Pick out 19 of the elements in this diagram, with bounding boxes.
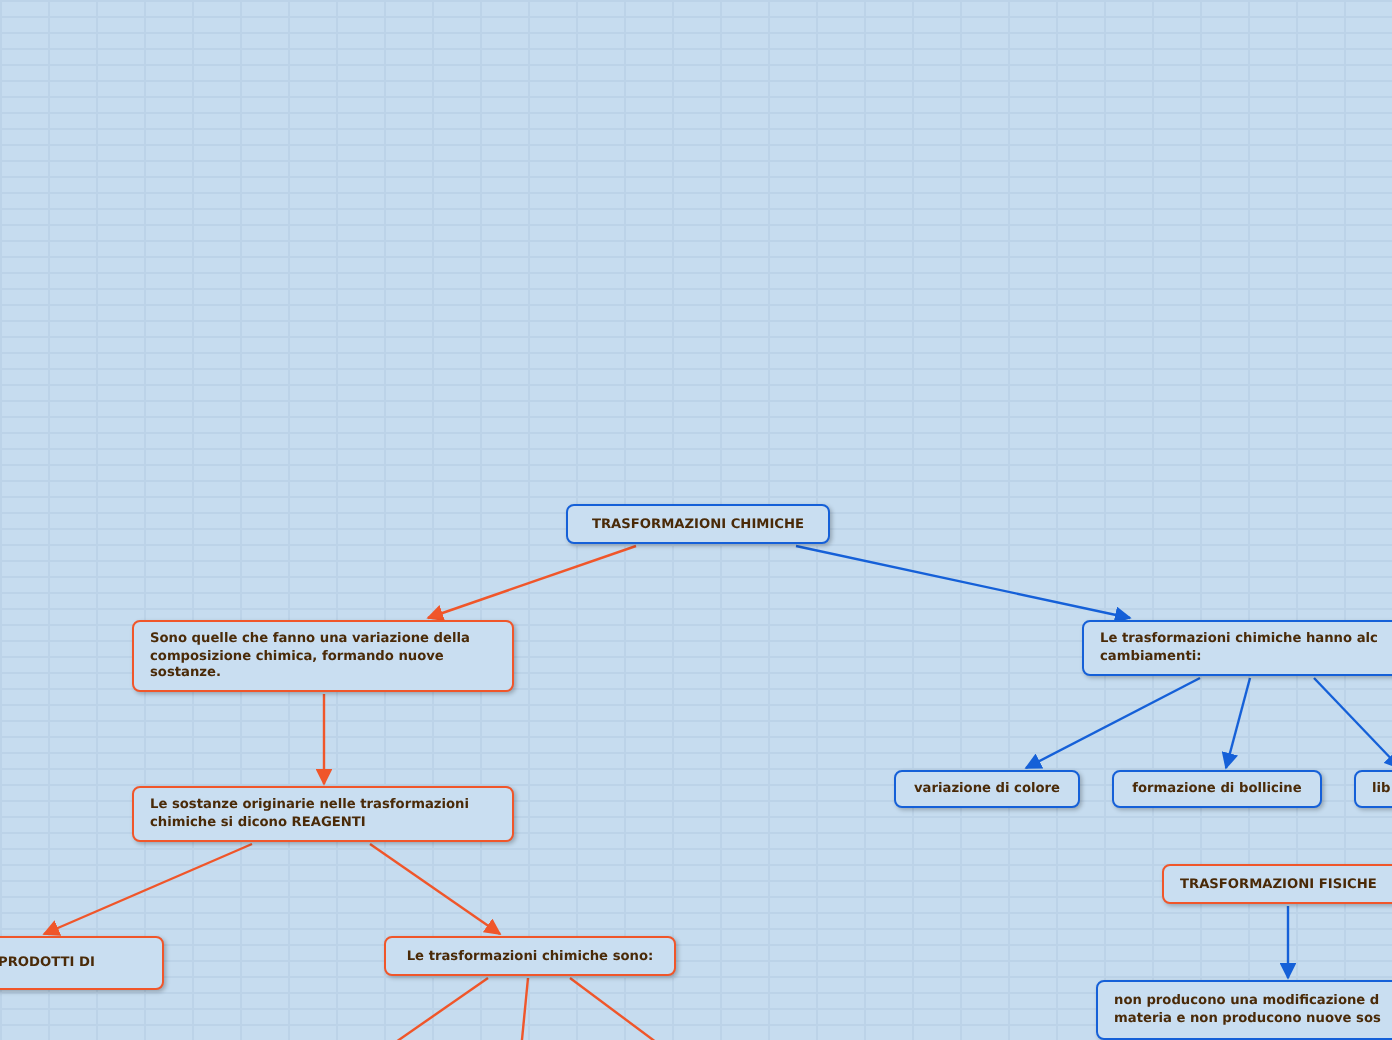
concept-box	[132, 786, 514, 842]
arrow	[369, 843, 502, 935]
concept-box	[0, 936, 164, 990]
concept-box	[1096, 980, 1392, 1040]
concept-box	[1082, 620, 1392, 676]
arrow	[1313, 677, 1392, 770]
arrow	[795, 544, 1132, 624]
arrow	[1279, 906, 1297, 980]
arrow	[42, 842, 253, 936]
concept-box	[384, 936, 676, 976]
arrow	[426, 544, 637, 621]
arrow	[1221, 677, 1252, 770]
concept-box	[894, 770, 1080, 808]
arrow	[315, 694, 333, 786]
concept-box	[132, 620, 514, 692]
concept-box	[566, 504, 830, 544]
concept-box	[1162, 864, 1392, 904]
arrow	[1024, 676, 1201, 770]
concept-box	[1112, 770, 1322, 808]
